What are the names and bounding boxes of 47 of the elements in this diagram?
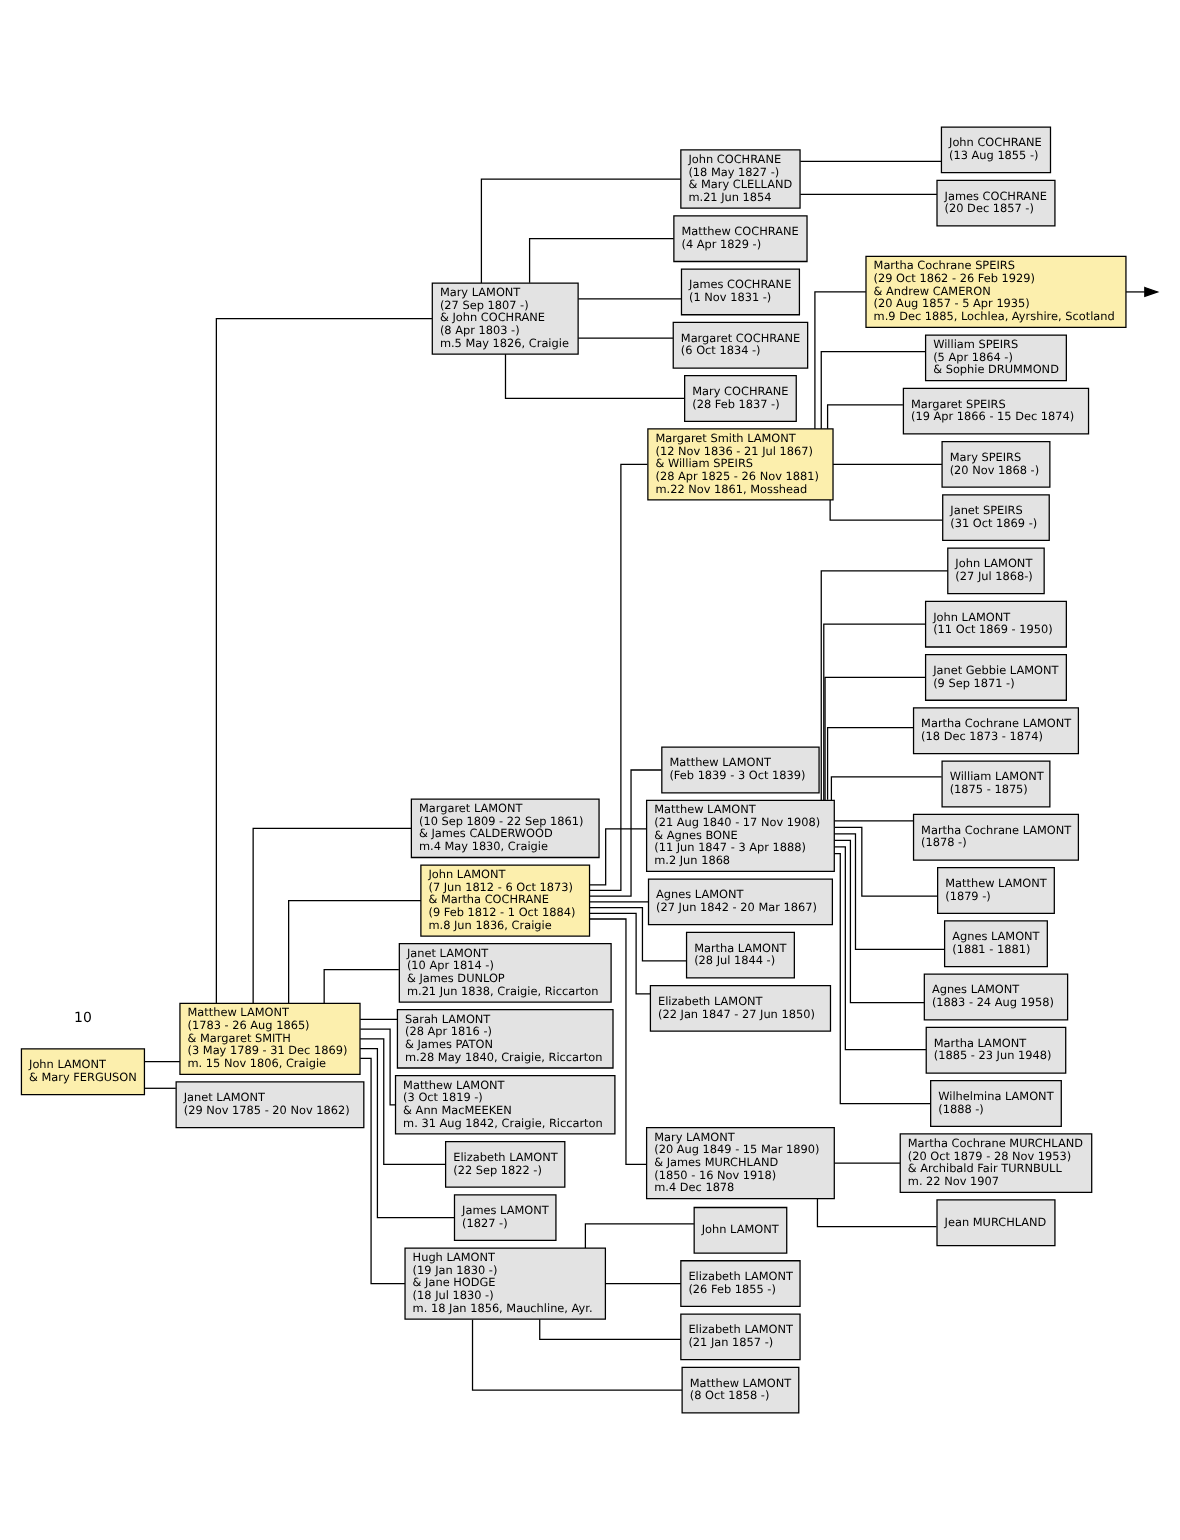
connector [359,1038,447,1165]
connector [823,623,927,801]
connector [829,499,944,521]
connector [833,1162,901,1164]
connector [834,826,939,897]
connector [144,1061,181,1063]
connector [589,769,663,897]
connector [589,463,649,892]
connector [471,1319,683,1391]
connector [252,827,412,1004]
connector [833,852,932,1105]
connector [577,298,682,300]
connector [820,570,949,801]
connector [833,846,927,1051]
connector [826,404,904,430]
connector [504,353,685,400]
connector [824,676,927,801]
connector [799,160,942,162]
connector [589,828,648,886]
connector [834,839,925,1004]
connector [359,1047,455,1219]
connector [833,820,915,822]
connector [799,193,938,195]
connector [814,291,867,430]
connector [833,833,946,951]
connector [480,178,682,284]
connector [359,1057,406,1285]
connector [323,969,400,1004]
connector [215,317,433,1004]
connector [826,726,914,801]
connector [288,899,422,1004]
connector [528,238,675,284]
connector [830,776,943,801]
connector [605,1282,682,1285]
connector [359,1018,398,1021]
connector [588,912,651,995]
connector [589,901,649,903]
connector [589,906,687,962]
connector [577,337,674,339]
arrow [1125,286,1160,298]
connector [820,350,927,430]
connector [816,1198,938,1228]
connector [832,463,943,466]
connector [359,1028,396,1106]
connector [539,1318,682,1340]
connector [584,1223,695,1249]
connector [144,1087,177,1089]
